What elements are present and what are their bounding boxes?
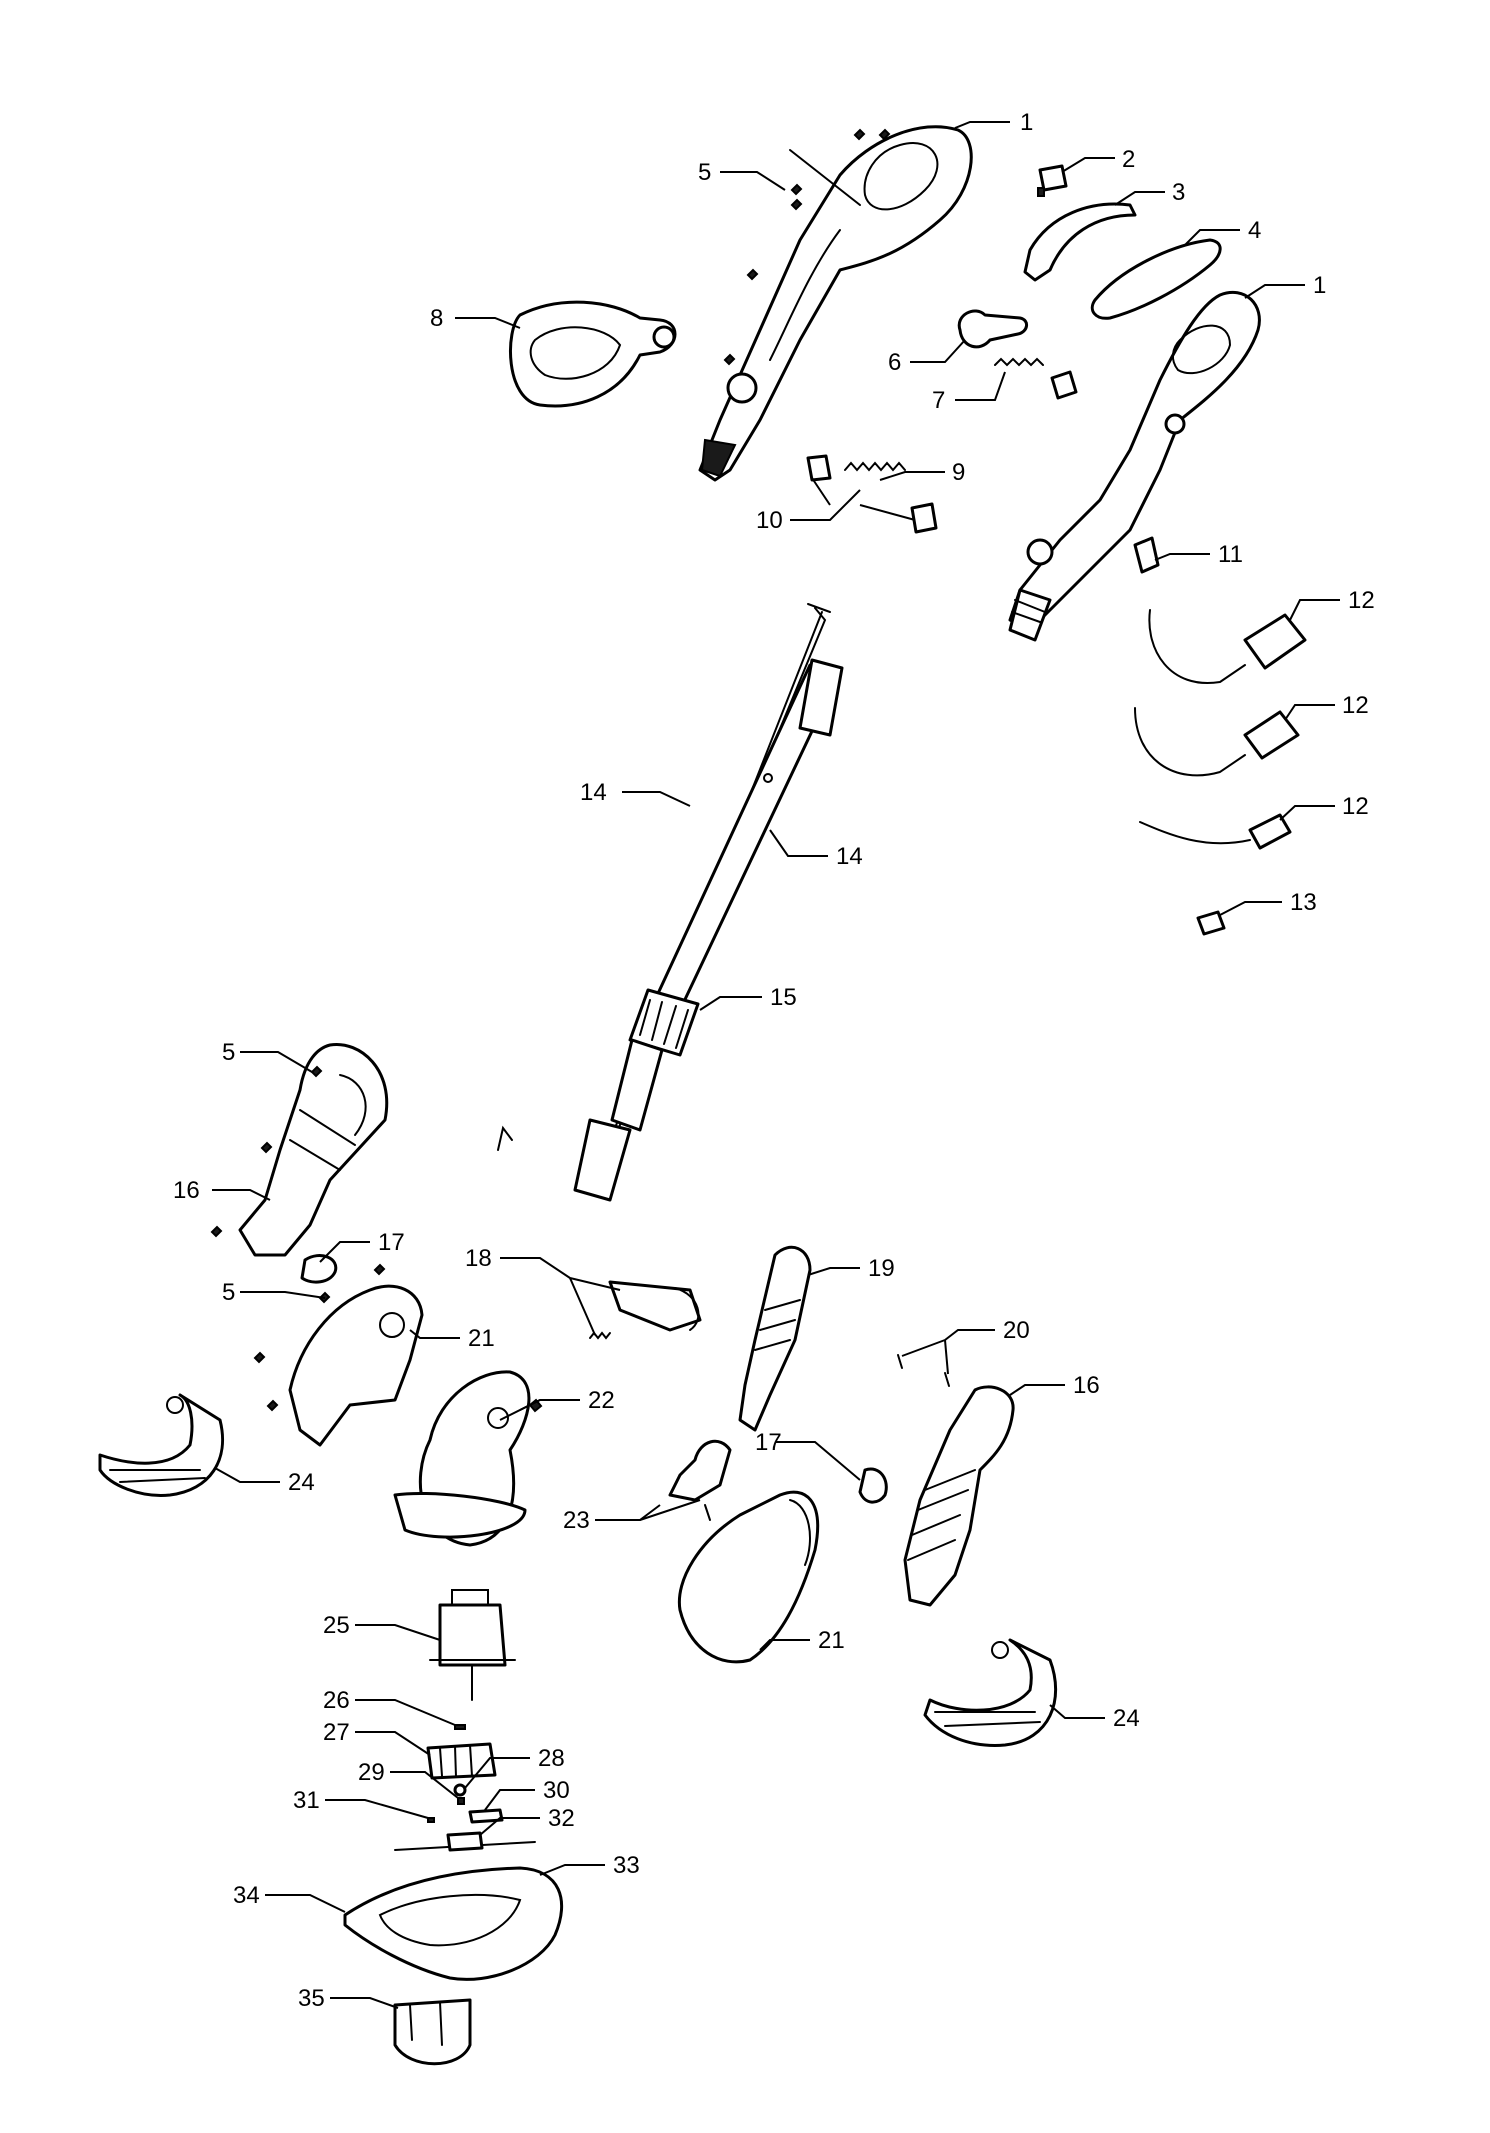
callout-12-b: 12	[1342, 692, 1369, 719]
part-24-guard-left	[98, 1393, 225, 1497]
callout-10: 10	[756, 507, 783, 534]
callout-1-a: 1	[1020, 109, 1033, 136]
part-16-lower-handle-left	[238, 1042, 389, 1257]
part-35-spool-housing	[393, 1998, 472, 2066]
part-27-fan	[426, 1742, 497, 1780]
part-6-lock-lever	[957, 309, 1028, 349]
part-12-cord-flat	[1139, 813, 1292, 850]
part-8-loop-grip	[509, 300, 677, 408]
part-24-guard-right	[923, 1638, 1058, 1747]
part-14-rod	[497, 603, 831, 1151]
callout-28: 28	[538, 1745, 565, 1772]
callout-4: 4	[1248, 217, 1261, 244]
callout-5-c: 5	[222, 1279, 235, 1306]
callout-17-b: 17	[755, 1429, 782, 1456]
callout-20: 20	[1003, 1317, 1030, 1344]
screw-group-left	[210, 1065, 386, 1412]
callout-16-b: 16	[1073, 1372, 1100, 1399]
callout-27: 27	[323, 1719, 350, 1746]
callout-14-a: 14	[580, 779, 607, 806]
callout-1-b: 1	[1313, 272, 1326, 299]
part-13-connector	[1196, 910, 1226, 936]
part-14-shaft	[653, 658, 844, 1012]
part-17-knob-right	[858, 1467, 888, 1504]
part-7-spring-button	[994, 357, 1078, 400]
callout-5-b: 5	[222, 1039, 235, 1066]
leader-lines	[212, 121, 1340, 2009]
callout-14-b: 14	[836, 843, 863, 870]
callout-31: 31	[293, 1787, 320, 1814]
part-18-switch-assembly	[589, 1280, 702, 1340]
callout-6: 6	[888, 349, 901, 376]
part-31-pin	[427, 1817, 435, 1823]
part-1-upper-handle-right	[1008, 290, 1261, 642]
part-26-washer	[454, 1724, 466, 1730]
callout-23: 23	[563, 1507, 590, 1534]
part-33-guard	[343, 1866, 564, 1981]
callout-12-a: 12	[1348, 587, 1375, 614]
callout-35: 35	[298, 1985, 325, 2012]
screw-group-top	[723, 128, 891, 366]
callout-19: 19	[868, 1255, 895, 1282]
callout-12-c: 12	[1342, 793, 1369, 820]
callout-34: 34	[233, 1882, 260, 1909]
callout-29: 29	[358, 1759, 385, 1786]
part-30-spool-cap	[468, 1808, 504, 1824]
part-32-cutting-line	[394, 1831, 536, 1852]
callout-labels: 1 2 3 4 1 5 8 6 7 9 10 11 12 12 12 13 14…	[173, 109, 1375, 2012]
callout-2: 2	[1122, 146, 1135, 173]
part-12-cord-eu	[1134, 707, 1300, 777]
part-9-spring	[844, 461, 906, 472]
part-1-upper-handle-left	[698, 125, 973, 482]
part-11-cable-clip	[1133, 536, 1160, 574]
part-4-grip-cover	[1090, 238, 1222, 320]
callout-8: 8	[430, 305, 443, 332]
callout-32: 32	[548, 1805, 575, 1832]
part-23-latch	[668, 1439, 732, 1521]
part-21-housing-right	[677, 1490, 820, 1664]
part-28-spacer	[453, 1783, 467, 1797]
callout-7: 7	[932, 387, 945, 414]
callout-24-a: 24	[288, 1469, 315, 1496]
callout-24-b: 24	[1113, 1705, 1140, 1732]
part-25-motor	[429, 1589, 516, 1701]
part-22-motor-casing	[393, 1370, 543, 1547]
callout-25: 25	[323, 1612, 350, 1639]
part-15-collar	[573, 988, 700, 1202]
callout-3: 3	[1172, 179, 1185, 206]
callout-17-a: 17	[378, 1229, 405, 1256]
callout-15: 15	[770, 984, 797, 1011]
callout-26: 26	[323, 1687, 350, 1714]
callout-5-a: 5	[698, 159, 711, 186]
callout-30: 30	[543, 1777, 570, 1804]
part-3-trigger	[1023, 202, 1137, 282]
callout-33: 33	[613, 1852, 640, 1879]
part-19-trigger-cover	[738, 1245, 812, 1432]
part-21-housing-left	[288, 1284, 424, 1447]
callout-9: 9	[952, 459, 965, 486]
part-29-nut	[457, 1797, 465, 1805]
callout-22: 22	[588, 1387, 615, 1414]
callout-16-a: 16	[173, 1177, 200, 1204]
callout-18: 18	[465, 1245, 492, 1272]
callout-11: 11	[1218, 541, 1243, 568]
part-12-cord-uk	[1148, 609, 1307, 685]
part-17-knob-left	[300, 1254, 338, 1284]
part-16-lower-handle-right	[903, 1385, 1015, 1607]
callout-13: 13	[1290, 889, 1317, 916]
callout-21-b: 21	[818, 1627, 845, 1654]
part-10-caps	[806, 454, 938, 534]
part-2-switch	[1037, 164, 1068, 197]
callout-21-a: 21	[468, 1325, 495, 1352]
part-20-pins	[897, 1354, 950, 1387]
